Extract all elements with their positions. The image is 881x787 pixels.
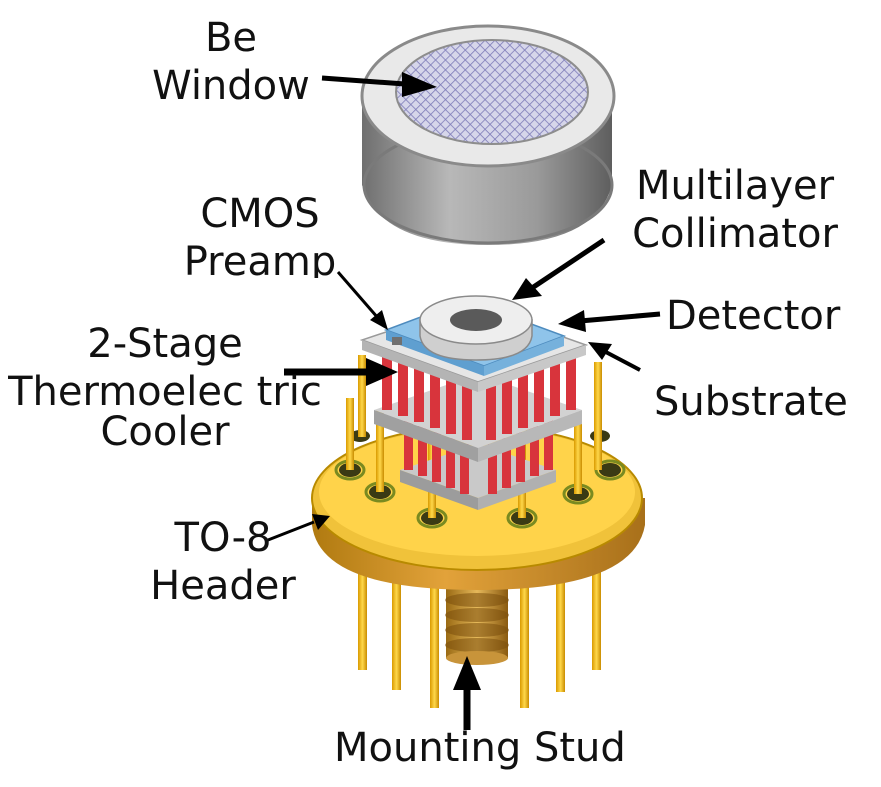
arrow-substrate (588, 342, 641, 372)
mounting-stud-label: Mounting Stud (334, 725, 626, 771)
to8-header-label: TO-8 Header (138, 514, 308, 610)
cmos-preamp-label-line1: CMOS (200, 191, 320, 237)
header-bottom-pins (358, 560, 601, 708)
tec-label-line1: 2-Stage (87, 321, 243, 367)
tec-label: 2-Stage Thermoelec tric Cooler (0, 320, 330, 456)
multilayer-collimator-label-line2: Collimator (632, 211, 838, 257)
be-window-label-line2: Window (152, 63, 310, 109)
detector-assembly (359, 295, 589, 392)
be-window-label: Be Window (146, 14, 316, 110)
mounting-stud (445, 580, 509, 665)
arrow-be-window (321, 72, 437, 97)
be-window-label-line1: Be (204, 15, 258, 61)
multilayer-collimator-label: Multilayer Collimator (622, 162, 848, 258)
be-window-cap (360, 24, 616, 245)
arrow-detector (558, 310, 661, 332)
tec-stack (374, 356, 582, 510)
tec-label-line3: Cooler (100, 409, 230, 455)
substrate-label: Substrate (654, 379, 848, 416)
to8-header-label-line1: TO-8 (174, 515, 272, 561)
arrow-cmos-preamp (336, 271, 388, 330)
tec-label-line2: Thermoelec tric (8, 369, 322, 408)
detector-label: Detector (666, 293, 841, 339)
arrow-multilayer-collimator (512, 237, 606, 300)
cmos-preamp-label: CMOS Preamp (170, 190, 350, 278)
arrow-mounting-stud (453, 656, 481, 730)
arrow-tec (284, 358, 398, 386)
to8-header-label-line2: Header (150, 563, 296, 609)
multilayer-collimator-label-line1: Multilayer (635, 163, 835, 209)
arrow-to8-header (267, 514, 330, 542)
leader-arrows (267, 72, 661, 730)
cmos-preamp-label-line2: Preamp (183, 239, 337, 278)
